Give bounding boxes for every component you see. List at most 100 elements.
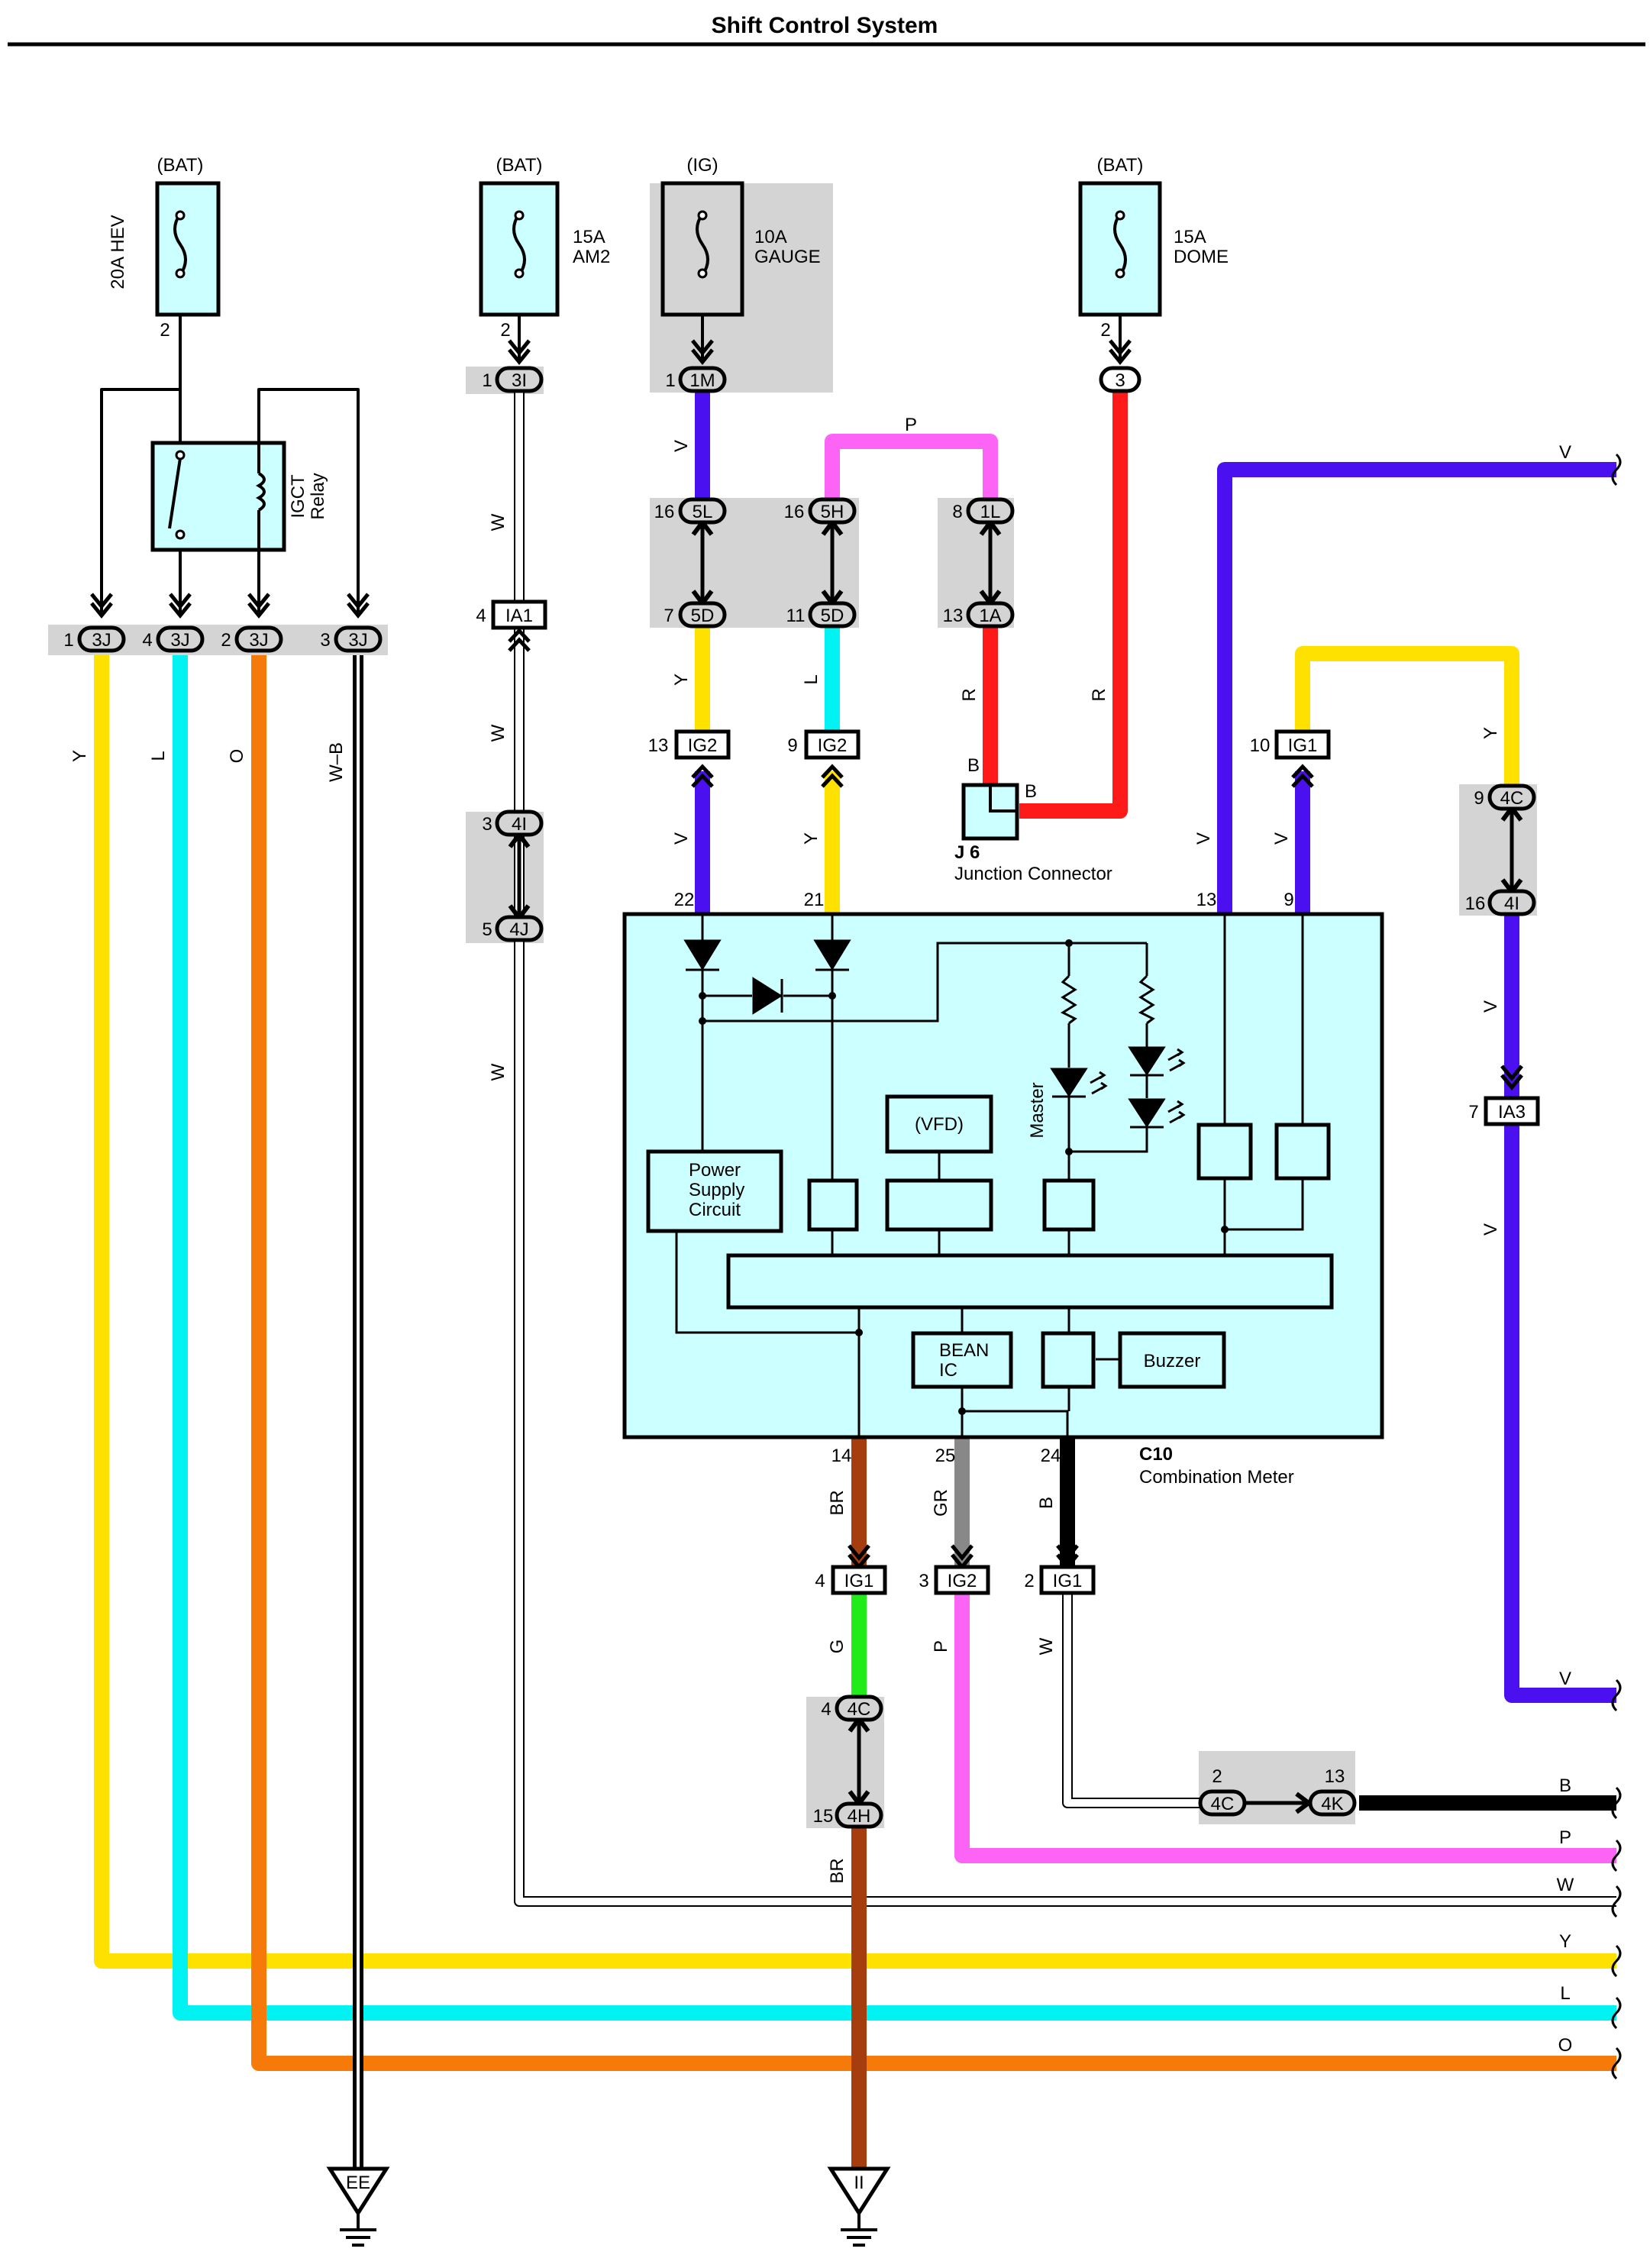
svg-text:V: V [1559, 442, 1571, 463]
connector-1m: 1M [678, 366, 727, 393]
wire-violet-top [1217, 462, 1616, 913]
svg-text:(BAT): (BAT) [1097, 155, 1144, 176]
svg-text:IA1: IA1 [505, 606, 533, 626]
svg-text:22: 22 [674, 890, 695, 910]
svg-text:15A: 15A [1174, 227, 1206, 247]
wire-break-marks [1611, 453, 1622, 2080]
svg-text:4I: 4I [1504, 893, 1519, 914]
svg-text:4K: 4K [1321, 1794, 1343, 1814]
fuse-gauge: (IG) 10A GAUGE 1 [660, 155, 821, 391]
svg-text:13: 13 [943, 606, 964, 626]
svg-text:IG1: IG1 [1288, 735, 1318, 756]
svg-text:J 6: J 6 [954, 842, 980, 863]
connector-5d-7: 5D 7 [664, 601, 727, 628]
svg-text:3: 3 [919, 1571, 928, 1591]
svg-text:2: 2 [221, 630, 231, 651]
wire-violet-bottom [1504, 913, 1616, 1703]
svg-text:Supply: Supply [689, 1180, 744, 1200]
wire-color-labels: Y L O W–B W W W V Y L P R R V Y V V Y V … [69, 415, 1574, 2056]
svg-text:1L: 1L [980, 502, 1001, 522]
svg-text:IG1: IG1 [844, 1571, 874, 1591]
svg-text:2: 2 [500, 320, 510, 341]
svg-text:GR: GR [931, 1489, 951, 1517]
svg-text:(VFD): (VFD) [915, 1114, 964, 1135]
svg-text:7: 7 [664, 606, 673, 626]
connector-1l: 1L 8 [952, 497, 1015, 525]
svg-text:3: 3 [320, 630, 330, 651]
svg-text:9: 9 [787, 735, 797, 756]
connector-ia3: IA3 7 [1468, 1096, 1540, 1126]
svg-text:Circuit: Circuit [689, 1200, 741, 1220]
svg-text:21: 21 [804, 890, 825, 910]
svg-text:4C: 4C [848, 1699, 871, 1720]
svg-text:4I: 4I [512, 814, 527, 835]
svg-text:L: L [801, 674, 822, 684]
svg-text:11: 11 [786, 606, 806, 626]
svg-text:(BAT): (BAT) [157, 155, 204, 176]
svg-text:II: II [854, 2173, 864, 2193]
svg-text:IG1: IG1 [1053, 1571, 1083, 1591]
svg-text:2: 2 [1212, 1766, 1222, 1787]
svg-text:EE: EE [346, 2173, 370, 2193]
svg-text:16: 16 [654, 502, 675, 522]
svg-text:9: 9 [1474, 788, 1484, 809]
wire-orange-3j2 [251, 655, 1616, 2071]
connector-ig2-3: IG2 3 [919, 1565, 990, 1595]
svg-text:(IG): (IG) [686, 155, 718, 176]
svg-text:3I: 3I [512, 370, 527, 391]
connector-5l: 5L 16 [654, 497, 727, 525]
connector-1a: 1A 13 [943, 601, 1015, 628]
wire-white-ig1-2 [1062, 1592, 1201, 1808]
svg-text:P: P [931, 1640, 951, 1653]
svg-text:P: P [1559, 1827, 1571, 1848]
svg-text:Y: Y [801, 832, 822, 845]
svg-text:25: 25 [935, 1446, 956, 1466]
svg-text:O: O [227, 749, 247, 764]
svg-text:W: W [488, 1063, 509, 1081]
connector-ig1-10: IG1 10 [1250, 729, 1331, 760]
svg-text:IGCT: IGCT [288, 474, 308, 519]
svg-text:Y: Y [1480, 727, 1501, 739]
connector-3j-1: 3J 1 [63, 625, 126, 653]
connector-4c-4: 4C 4 [821, 1695, 883, 1722]
connector-ig2-9: IG2 9 [787, 729, 861, 760]
svg-text:8: 8 [952, 502, 962, 522]
svg-text:IC: IC [939, 1360, 957, 1381]
svg-text:1M: 1M [689, 370, 715, 391]
svg-text:V: V [1271, 832, 1292, 845]
svg-text:W–B: W–B [326, 742, 347, 782]
svg-text:Y: Y [69, 750, 90, 762]
svg-text:Master: Master [1027, 1082, 1048, 1138]
svg-text:3J: 3J [348, 630, 367, 651]
junction-connector-j6: B B J 6 Junction Connector [954, 755, 1112, 884]
ground-ee: EE [326, 2166, 390, 2247]
svg-text:15A: 15A [573, 227, 605, 247]
svg-text:4: 4 [476, 606, 486, 626]
svg-text:2: 2 [1024, 1571, 1034, 1591]
fuse-dome: (BAT) 15A DOME 2 [1078, 155, 1229, 341]
svg-text:R: R [1089, 688, 1109, 701]
svg-text:2: 2 [1100, 320, 1110, 341]
wire-pink-p [825, 434, 998, 498]
connector-3i: 3I 1 [482, 366, 544, 393]
svg-text:3J: 3J [249, 630, 268, 651]
svg-text:5: 5 [482, 919, 492, 940]
svg-text:L: L [148, 751, 169, 761]
svg-text:Junction Connector: Junction Connector [954, 864, 1112, 884]
svg-text:15: 15 [813, 1806, 834, 1827]
connector-4i-3: 4I 3 [482, 809, 544, 837]
wire-yellow-3j1 [94, 655, 1616, 1969]
svg-text:3J: 3J [170, 630, 189, 651]
svg-text:(BAT): (BAT) [496, 155, 543, 176]
connector-ig2-13: IG2 13 [648, 729, 731, 760]
wire-cyan-3j4 [173, 655, 1616, 2021]
svg-text:B: B [1559, 1775, 1571, 1796]
wires [94, 284, 1616, 2184]
svg-text:Combination Meter: Combination Meter [1139, 1467, 1294, 1488]
fuse-hev: (BAT) 20A HEV 2 [108, 155, 221, 341]
svg-text:24: 24 [1041, 1446, 1061, 1466]
svg-text:4: 4 [142, 630, 152, 651]
svg-text:5D: 5D [691, 606, 715, 626]
svg-text:Y: Y [671, 674, 692, 686]
svg-text:Power: Power [689, 1160, 741, 1181]
